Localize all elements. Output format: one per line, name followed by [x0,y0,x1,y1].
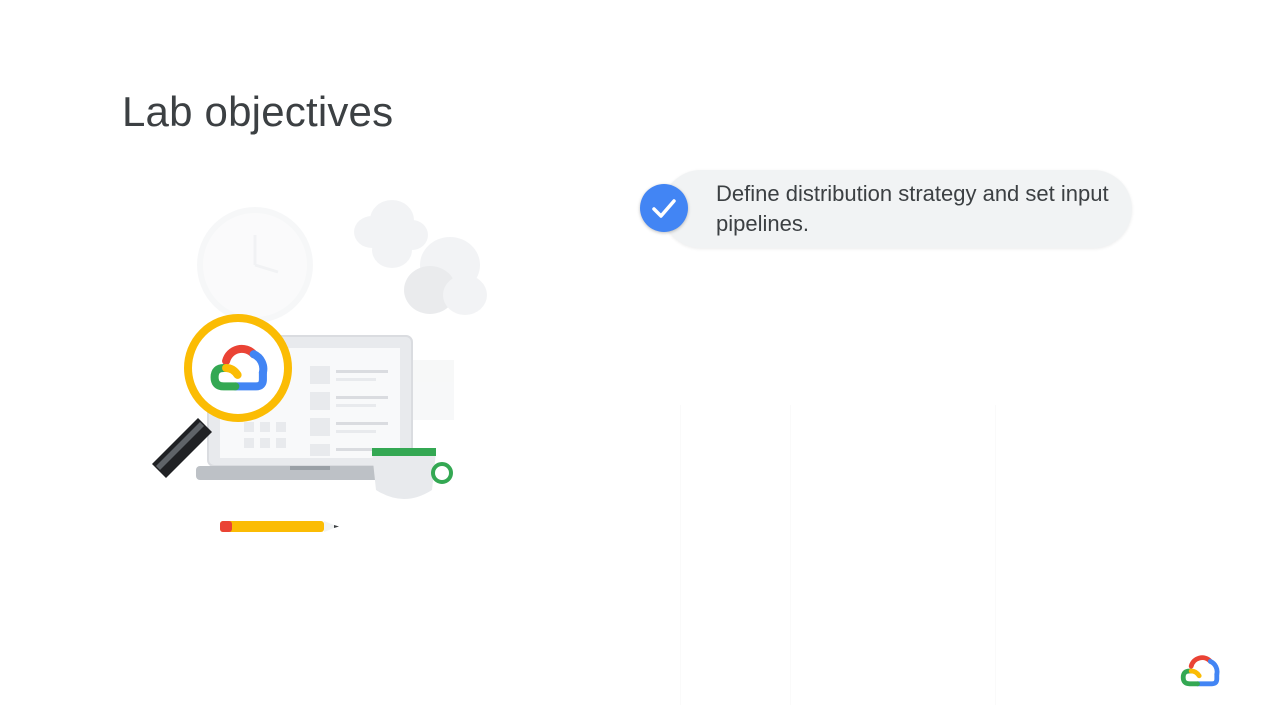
mug-icon [372,448,453,499]
magnifier-icon [152,314,292,478]
google-cloud-logo-icon [1180,655,1220,687]
checkmark-icon [640,184,688,232]
background-divider [995,405,996,705]
clock-icon [197,207,313,323]
slide-title: Lab objectives [122,88,394,135]
objective-pill [662,170,1132,248]
background-divider [790,405,791,705]
background-divider [680,405,681,705]
pencil-icon [220,521,339,532]
objective-item: Define distribution strategy and set inp… [640,170,1132,248]
objective-text: Define distribution strategy and set inp… [716,181,1109,236]
lab-illustration [140,190,510,550]
magnifier-laptop-illustration [152,200,487,532]
